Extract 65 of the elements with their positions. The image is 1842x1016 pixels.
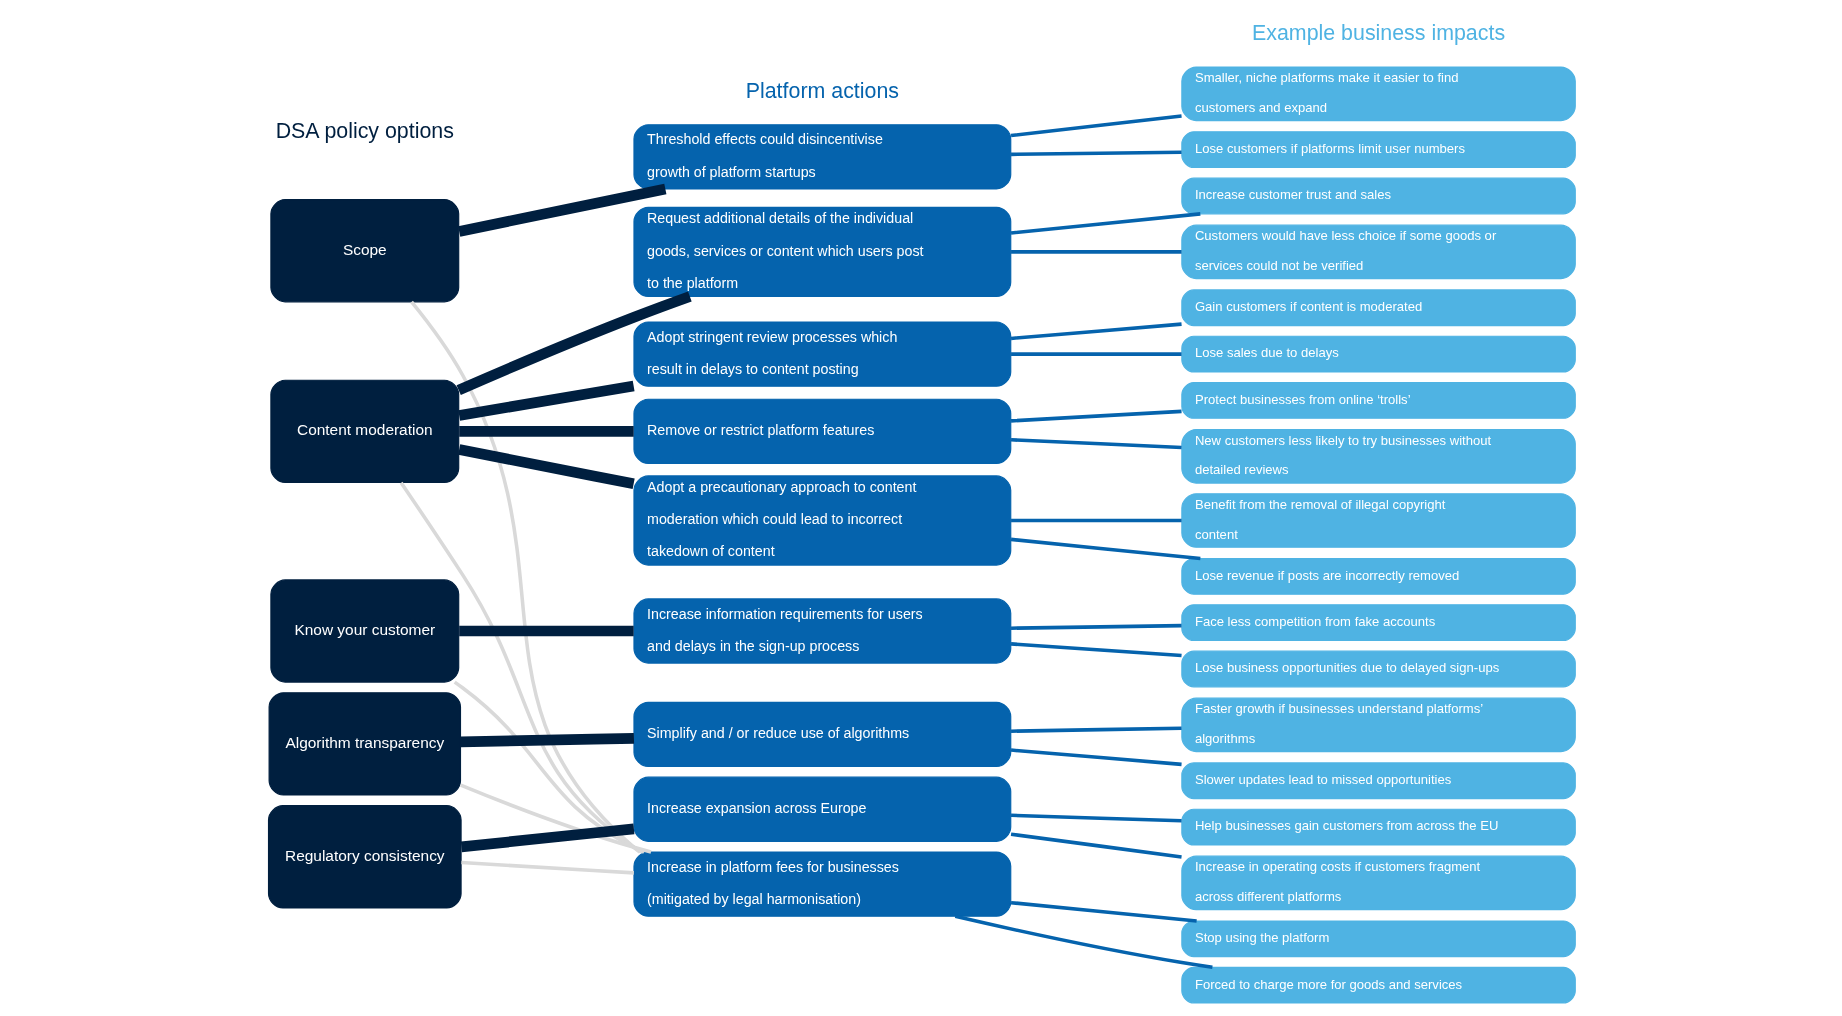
- node-box: Content moderation: [270, 379, 460, 484]
- node-box: Customers would have less choice if some goods or services could not be verified: [1181, 224, 1576, 280]
- node-box: Request additional details of the individual goods, services or content which users post to the platform: [633, 206, 1012, 298]
- connector: [458, 380, 635, 421]
- connector: [1010, 642, 1182, 658]
- connector: [1011, 150, 1182, 157]
- connector: [461, 860, 634, 875]
- connector: [1011, 352, 1182, 356]
- connector: [460, 783, 652, 854]
- node-box: Increase expansion across Europe: [633, 776, 1012, 842]
- node-box: Algorithm transparency: [268, 692, 462, 796]
- node-box: Forced to charge more for goods and services: [1181, 966, 1576, 1004]
- node-box: Know your customer: [270, 579, 460, 683]
- connector: [460, 732, 635, 748]
- node-box: Increase information requirements for users and delays in the sign-up process: [633, 598, 1012, 664]
- connector: [458, 444, 635, 489]
- node-box: Gain customers if content is moderated: [1181, 289, 1576, 327]
- node-box: Lose sales due to delays: [1181, 335, 1576, 373]
- node-box: Stop using the platform: [1181, 920, 1576, 958]
- node-box: Increase customer trust and sales: [1181, 177, 1576, 215]
- node-box: New customers less likely to try businesses without detailed reviews: [1181, 428, 1576, 484]
- connector: [459, 625, 634, 637]
- node-box: Scope: [270, 199, 460, 303]
- node-box: Lose customers if platforms limit user numbers: [1181, 131, 1576, 169]
- node-box: Smaller, niche platforms make it easier to find customers and expand: [1181, 66, 1576, 122]
- connector: [410, 300, 641, 854]
- connector: [1010, 212, 1201, 235]
- connector: [954, 914, 1213, 970]
- node-box: Help businesses gain customers from across the EU: [1181, 808, 1576, 846]
- node-box: Threshold effects could disincentivise growth of platform startups: [633, 124, 1012, 190]
- connector: [1010, 438, 1182, 450]
- node-box: Increase in operating costs if customers fragment across different platforms: [1181, 855, 1576, 911]
- node-box: Simplify and / or reduce use of algorithms: [633, 701, 1012, 768]
- node-box: Adopt a precautionary approach to content moderation which could lead to incorrect takedown of content: [633, 475, 1012, 566]
- connector: [458, 183, 667, 237]
- connector: [460, 823, 635, 853]
- connector: [1010, 748, 1182, 767]
- connector: [1011, 250, 1182, 254]
- node-box: Slower updates lead to missed opportunities: [1181, 762, 1576, 800]
- connector: [1010, 409, 1182, 423]
- node-box: Regulatory consistency: [267, 805, 462, 909]
- connector: [1010, 832, 1182, 859]
- label: DSA policy options: [275, 119, 454, 144]
- connector: [399, 481, 643, 854]
- connector: [1010, 114, 1182, 138]
- node-box: Face less competition from fake accounts: [1181, 604, 1576, 642]
- connector: [1011, 726, 1182, 733]
- connector: [453, 680, 645, 854]
- node-box: Protect businesses from online ‘trolls’: [1181, 382, 1576, 419]
- node-box: Lose business opportunities due to delayed sign-ups: [1181, 650, 1576, 688]
- connector: [1011, 518, 1182, 523]
- node-box: Increase in platform fees for businesses (mitigated by legal harmonisation): [633, 851, 1012, 917]
- node-box: Adopt stringent review processes which result in delays to content posting: [633, 321, 1012, 387]
- node-box: Benefit from the removal of illegal copyright content: [1181, 493, 1576, 548]
- connector: [459, 426, 634, 437]
- connector: [1010, 322, 1182, 341]
- connector: [1010, 900, 1197, 923]
- connector: [1011, 813, 1182, 823]
- connector: [1011, 623, 1182, 630]
- node-box: Lose revenue if posts are incorrectly removed: [1181, 557, 1576, 595]
- node-box: Remove or restrict platform features: [633, 398, 1012, 465]
- label: Platform actions: [745, 78, 899, 103]
- connector: [1010, 537, 1201, 561]
- node-box: Faster growth if businesses understand platforms’ algorithms: [1181, 697, 1576, 753]
- label: Example business impacts: [1252, 20, 1506, 45]
